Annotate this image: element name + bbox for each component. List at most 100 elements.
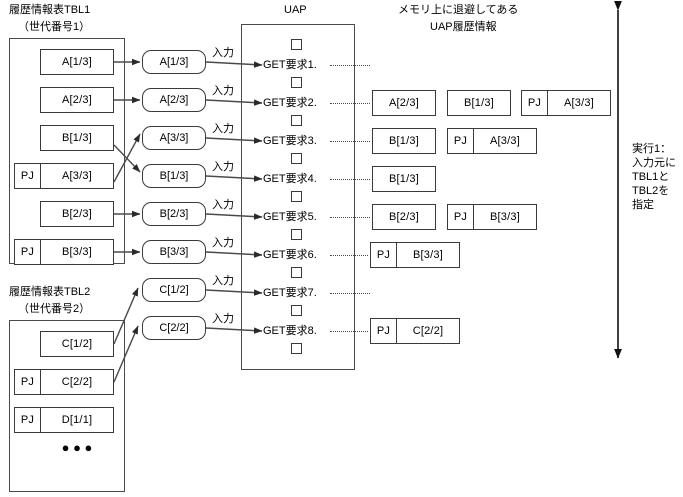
pill-node-0-label: A[1/3]	[159, 56, 189, 68]
memory-row-2-item-0-value: B[1/3]	[389, 135, 419, 147]
memory-row-4-item-1-value: B[3/3]	[490, 211, 520, 223]
tbl2-row-1-pj: PJ	[15, 370, 41, 394]
memory-row-7-item-0-value: C[2/2]	[412, 325, 444, 337]
input-label-1: 入力	[212, 85, 234, 97]
tbl1-row-2-value: B[1/3]	[62, 132, 92, 144]
input-label-0: 入力	[212, 47, 234, 59]
pill-node-0: A[1/3]	[142, 50, 206, 74]
memory-row-1-item-1-value: B[1/3]	[464, 97, 494, 109]
pill-node-1-label: A[2/3]	[159, 94, 189, 106]
memory-title-line2: UAP履歴情報	[430, 21, 497, 33]
memory-row-1-item-2-pj: PJ	[522, 91, 548, 115]
memory-row-2-item-1-value: A[3/3]	[490, 135, 520, 147]
tbl2-row-2-pj: PJ	[15, 408, 41, 432]
uap-title: UAP	[284, 4, 307, 16]
memory-row-3-item-0: B[1/3]	[372, 166, 436, 192]
tbl2-row-1-value: C[2/2]	[61, 376, 93, 388]
pill-node-5-label: B[3/3]	[159, 246, 189, 258]
uap-checkbox-1[interactable]	[291, 77, 302, 88]
pill-node-2: A[3/3]	[142, 126, 206, 150]
tbl1-row-4: B[2/3]	[40, 201, 114, 227]
pill-node-3: B[1/3]	[142, 164, 206, 188]
memory-leader-2	[330, 141, 370, 142]
tbl1-row-3: PJ A[3/3]	[14, 163, 114, 189]
input-label-6: 入力	[212, 275, 234, 287]
tbl1-row-3-pj: PJ	[15, 164, 41, 188]
tbl1-title-line1: 履歴情報表TBL1	[9, 4, 91, 16]
tbl1-row-1-value: A[2/3]	[62, 94, 92, 106]
memory-row-4-item-0: B[2/3]	[372, 204, 436, 230]
pill-node-2-label: A[3/3]	[159, 132, 189, 144]
uap-checkbox-8[interactable]	[291, 343, 302, 354]
pill-node-6: C[1/2]	[142, 278, 206, 302]
memory-row-5-item-0-value: B[3/3]	[413, 249, 443, 261]
input-label-2: 入力	[212, 123, 234, 135]
tbl1-row-3-value: A[3/3]	[62, 170, 92, 182]
tbl1-row-0-value: A[1/3]	[62, 56, 92, 68]
memory-leader-0	[330, 65, 370, 66]
tbl1-row-5: PJ B[3/3]	[14, 239, 114, 265]
input-label-7: 入力	[212, 313, 234, 325]
tbl2-row-2-value: D[1/1]	[61, 414, 93, 426]
get-request-0: GET要求1.	[263, 59, 317, 71]
tbl1-row-0: A[1/3]	[40, 49, 114, 75]
pill-node-5: B[3/3]	[142, 240, 206, 264]
uap-checkbox-6[interactable]	[291, 267, 302, 278]
tbl1-title-line2: （世代番号1）	[18, 21, 91, 33]
tbl2-row-1: PJ C[2/2]	[14, 369, 114, 395]
pill-node-7: C[2/2]	[142, 316, 206, 340]
uap-checkbox-7[interactable]	[291, 305, 302, 316]
input-label-5: 入力	[212, 237, 234, 249]
memory-row-4-item-1: PJ B[3/3]	[447, 204, 537, 230]
pill-node-4-label: B[2/3]	[159, 208, 189, 220]
memory-leader-3	[330, 179, 370, 180]
memory-row-2-item-1: PJ A[3/3]	[447, 128, 537, 154]
pill-node-3-label: B[1/3]	[159, 170, 189, 182]
get-request-1: GET要求2.	[263, 97, 317, 109]
memory-row-1-item-2: PJ A[3/3]	[521, 90, 611, 116]
memory-row-5-item-0: PJ B[3/3]	[370, 242, 460, 268]
memory-leader-1	[330, 103, 370, 104]
tbl1-row-5-pj: PJ	[15, 240, 41, 264]
memory-row-1-item-0-value: A[2/3]	[389, 97, 419, 109]
uap-checkbox-3[interactable]	[291, 153, 302, 164]
memory-row-4-item-1-pj: PJ	[448, 205, 474, 229]
get-request-3: GET要求4.	[263, 173, 317, 185]
input-label-3: 入力	[212, 161, 234, 173]
get-request-2: GET要求3.	[263, 135, 317, 147]
tbl1-row-1: A[2/3]	[40, 87, 114, 113]
pill-node-7-label: C[2/2]	[159, 322, 189, 334]
memory-row-5-item-0-pj: PJ	[371, 243, 397, 267]
tbl2-row-2: PJ D[1/1]	[14, 407, 114, 433]
memory-leader-4	[330, 217, 370, 218]
pill-node-4: B[2/3]	[142, 202, 206, 226]
get-request-4: GET要求5.	[263, 211, 317, 223]
uap-checkbox-0[interactable]	[291, 39, 302, 50]
tbl1-row-2: B[1/3]	[40, 125, 114, 151]
tbl2-ellipsis: ● ● ●	[61, 440, 93, 455]
memory-row-4-item-0-value: B[2/3]	[389, 211, 419, 223]
memory-row-2-item-1-pj: PJ	[448, 129, 474, 153]
get-request-6: GET要求7.	[263, 287, 317, 299]
memory-row-1-item-1: B[1/3]	[447, 90, 511, 116]
memory-row-2-item-0: B[1/3]	[372, 128, 436, 154]
tbl2-row-0-value: C[1/2]	[61, 338, 93, 350]
memory-row-1-item-2-value: A[3/3]	[564, 97, 594, 109]
memory-row-7-item-0: PJ C[2/2]	[370, 318, 460, 344]
memory-title-line1: メモリ上に退避してある	[398, 4, 519, 16]
get-request-7: GET要求8.	[263, 325, 317, 337]
pill-node-1: A[2/3]	[142, 88, 206, 112]
tbl2-title-line2: （世代番号2）	[18, 303, 91, 315]
tbl1-row-4-value: B[2/3]	[62, 208, 92, 220]
tbl2-row-0: C[1/2]	[40, 331, 114, 357]
memory-row-7-item-0-pj: PJ	[371, 319, 397, 343]
memory-leader-5	[330, 255, 368, 256]
get-request-5: GET要求6.	[263, 249, 317, 261]
pill-node-6-label: C[1/2]	[159, 284, 189, 296]
execution-note: 実行1： 入力元に TBL1と TBL2を 指定	[632, 143, 676, 211]
memory-leader-6	[330, 293, 370, 294]
uap-checkbox-5[interactable]	[291, 229, 302, 240]
uap-checkbox-4[interactable]	[291, 191, 302, 202]
uap-checkbox-2[interactable]	[291, 115, 302, 126]
